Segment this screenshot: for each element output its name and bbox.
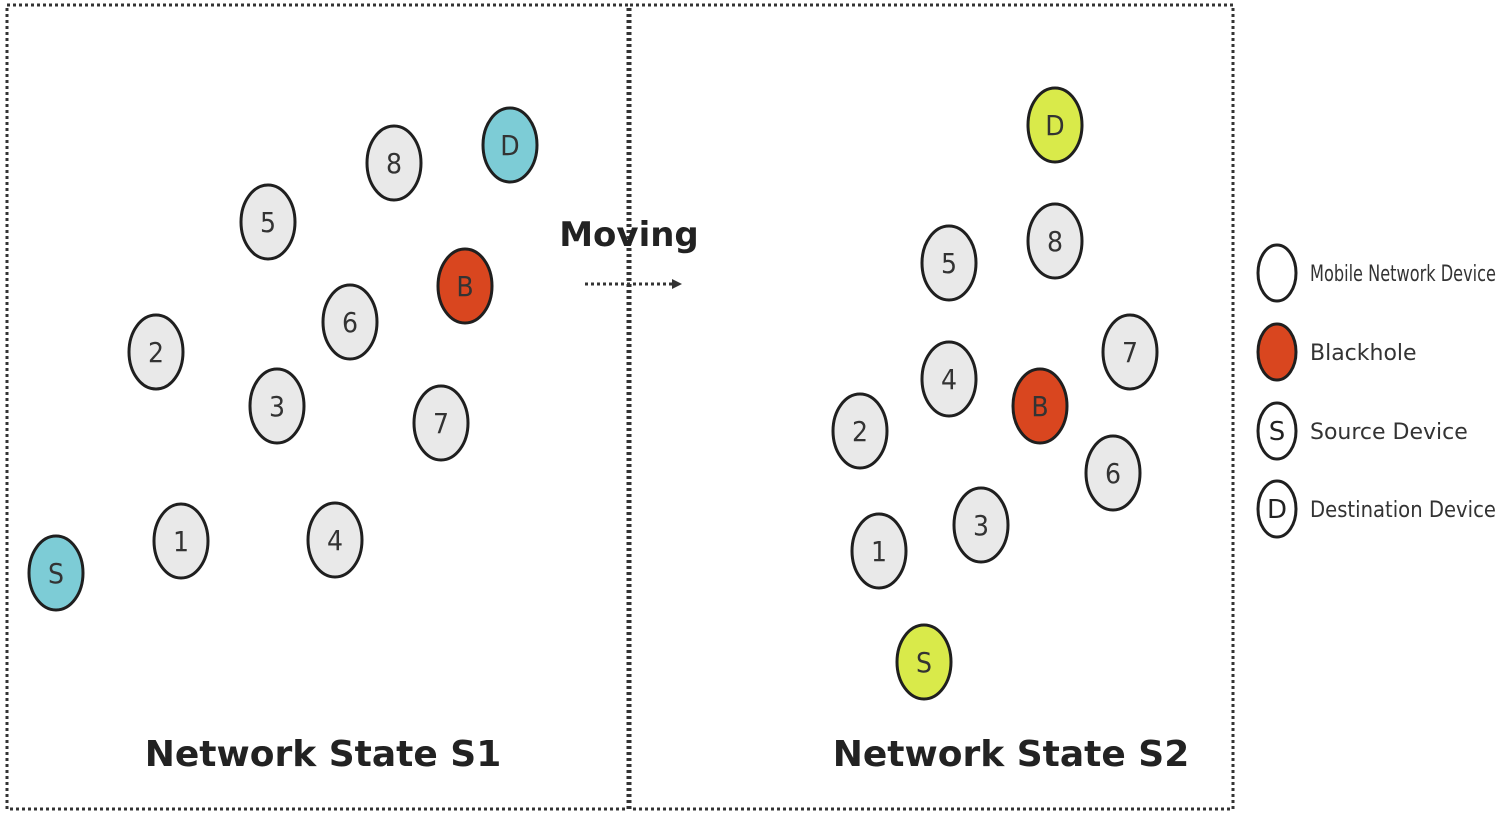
device-node-7: 7 [1101, 313, 1159, 391]
device-node-6: 6 [1084, 434, 1142, 512]
state-s1-nodes: D 8 5B 6 2 3 7 1 4S [27, 106, 539, 612]
node-circle [1011, 367, 1069, 445]
legend-symbol [1256, 401, 1298, 461]
legend-label: Blackhole [1310, 341, 1417, 366]
legend-item-blackhole: Blackhole [1256, 322, 1417, 382]
node-circle [1101, 313, 1159, 391]
device-node-7: 7 [412, 384, 470, 462]
legend-symbol-letter: D [1267, 495, 1287, 525]
node-circle [127, 313, 185, 391]
device-node-2: 2 [831, 392, 889, 470]
node-label: 7 [433, 407, 449, 440]
moving-label: Moving [559, 215, 699, 255]
node-circle [365, 124, 423, 202]
node-label: 6 [342, 306, 358, 339]
destination-device-node: D [481, 106, 539, 184]
node-label: 3 [973, 509, 989, 542]
node-circle [831, 392, 889, 470]
legend-item-mobile-network-device: Mobile Network Device [1256, 243, 1496, 303]
legend-symbol [1256, 479, 1298, 539]
legend-label: Destination Device [1310, 498, 1496, 523]
node-circle [1026, 86, 1084, 164]
destination-device-node: D [1026, 86, 1084, 164]
node-circle [920, 340, 978, 418]
source-device-node: S [895, 623, 953, 701]
legend-label: Mobile Network Device [1310, 262, 1496, 287]
node-label: 4 [941, 363, 957, 396]
legend-symbol-letter: S [1269, 417, 1286, 447]
node-label: 4 [327, 524, 343, 557]
node-circle [321, 283, 379, 361]
node-label: 1 [871, 535, 887, 568]
node-circle [152, 502, 210, 580]
node-circle [952, 486, 1010, 564]
node-label: D [500, 129, 519, 162]
state-s1-panel [5, 3, 630, 811]
node-label: 2 [852, 415, 868, 448]
node-circle [248, 367, 306, 445]
device-node-5: 5 [920, 224, 978, 302]
device-node-2: 2 [127, 313, 185, 391]
node-circle [850, 512, 908, 590]
node-label: 8 [1047, 225, 1063, 258]
device-node-4: 4 [306, 501, 364, 579]
legend-item-destination-device: D Destination Device [1256, 479, 1496, 539]
node-label: D [1045, 109, 1064, 142]
node-circle [239, 183, 297, 261]
node-circle [895, 623, 953, 701]
node-label: 2 [148, 336, 164, 369]
device-node-1: 1 [850, 512, 908, 590]
node-circle [306, 501, 364, 579]
node-circle [481, 106, 539, 184]
node-label: 5 [260, 206, 276, 239]
device-node-3: 3 [952, 486, 1010, 564]
legend-item-source-device: S Source Device [1256, 401, 1468, 461]
node-circle [412, 384, 470, 462]
node-label: 6 [1105, 457, 1121, 490]
state-s2-nodes: D 8 5 7 4B 2 6 3 1S [831, 86, 1159, 701]
node-label: 8 [386, 147, 402, 180]
node-label: 1 [173, 525, 189, 558]
node-circle [1084, 434, 1142, 512]
blackhole-node: B [436, 247, 494, 325]
legend-symbol [1256, 322, 1298, 382]
state-s2-title: Network State S2 [833, 734, 1190, 775]
node-label: 7 [1122, 336, 1138, 369]
legend-symbol [1256, 243, 1298, 303]
node-circle [27, 534, 85, 612]
device-node-5: 5 [239, 183, 297, 261]
node-circle [436, 247, 494, 325]
device-node-4: 4 [920, 340, 978, 418]
node-label: S [916, 646, 932, 679]
source-device-node: S [27, 534, 85, 612]
node-label: B [1031, 390, 1048, 423]
node-circle [920, 224, 978, 302]
blackhole-node: B [1011, 367, 1069, 445]
device-node-3: 3 [248, 367, 306, 445]
legend-label: Source Device [1310, 420, 1468, 445]
device-node-1: 1 [152, 502, 210, 580]
state-s2-panel [628, 3, 1235, 811]
node-label: 5 [941, 247, 957, 280]
state-s1-title: Network State S1 [145, 734, 502, 775]
device-node-6: 6 [321, 283, 379, 361]
device-node-8: 8 [1026, 202, 1084, 280]
node-label: 3 [269, 390, 285, 423]
node-label: S [48, 557, 64, 590]
node-circle [1026, 202, 1084, 280]
device-node-8: 8 [365, 124, 423, 202]
node-label: B [456, 270, 473, 303]
